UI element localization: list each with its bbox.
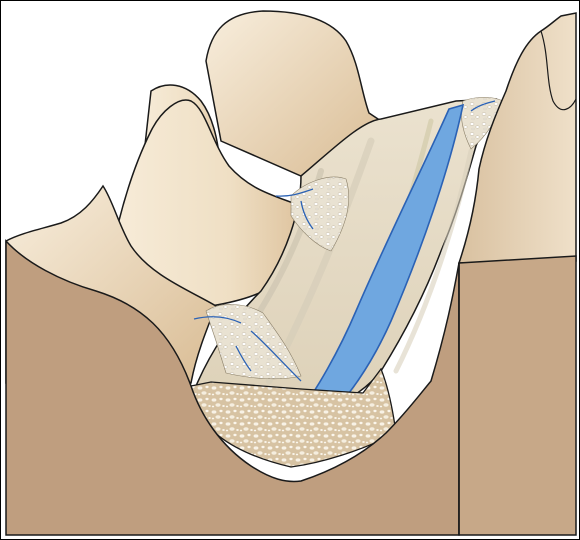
glacial-valley-diagram [1,1,580,540]
diagram-frame [0,0,580,540]
